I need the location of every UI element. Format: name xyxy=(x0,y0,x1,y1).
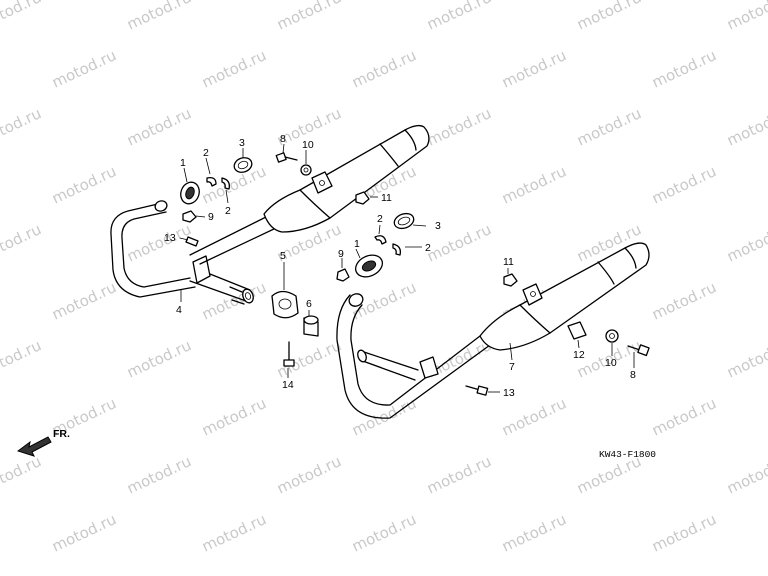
callout-10b: 10 xyxy=(605,357,617,369)
callout-11b: 11 xyxy=(503,256,514,268)
watermark-text: motod.ru xyxy=(349,46,419,91)
callout-2c: 2 xyxy=(377,213,383,225)
right-small-parts xyxy=(336,191,650,396)
front-marker-label: FR. xyxy=(53,428,70,440)
watermark-text: motod.ru xyxy=(499,394,569,439)
callout-2: 2 xyxy=(203,147,209,159)
front-direction-arrow: FR. xyxy=(16,428,70,457)
watermark-text: motod.ru xyxy=(499,46,569,91)
watermark-text: motod.ru xyxy=(424,452,494,497)
callout-1: 1 xyxy=(180,157,186,169)
watermark-text: motod.ru xyxy=(574,0,644,34)
callout-1b: 1 xyxy=(354,238,360,250)
diagram-code: KW43-F1800 xyxy=(599,449,656,460)
watermark-text: motod.ru xyxy=(424,104,494,149)
watermark-text: motod.ru xyxy=(649,394,719,439)
watermark-text: motod.ru xyxy=(0,336,44,381)
watermark-text: motod.ru xyxy=(649,510,719,555)
watermark-text: motod.ru xyxy=(724,452,768,497)
callout-7: 7 xyxy=(509,361,515,373)
watermark-text: motod.ru xyxy=(349,510,419,555)
watermark-text: motod.ru xyxy=(0,104,44,149)
callout-10: 10 xyxy=(302,139,314,151)
callout-6: 6 xyxy=(306,298,312,310)
watermark-text: motod.ru xyxy=(124,336,194,381)
callout-5: 5 xyxy=(280,250,286,262)
watermark-text: motod.ru xyxy=(274,0,344,34)
watermark-text: motod.ru xyxy=(199,510,269,555)
callout-9: 9 xyxy=(208,211,214,223)
watermark-text: motod.ru xyxy=(274,336,344,381)
watermark-text: motod.ru xyxy=(649,46,719,91)
callout-labels: 1 2 3 8 10 2 9 13 4 11 2 3 1 9 2 5 6 14 … xyxy=(164,133,636,399)
leader-lines xyxy=(179,143,635,393)
watermark-text: motod.ru xyxy=(0,220,44,265)
callout-11: 11 xyxy=(381,192,392,204)
watermark-text: motod.ru xyxy=(649,162,719,207)
watermark-text: motod.ru xyxy=(424,0,494,34)
watermark-text: motod.ru xyxy=(574,104,644,149)
watermark-text: motod.ru xyxy=(124,104,194,149)
watermark-text: motod.ru xyxy=(649,278,719,323)
watermark-text: motod.ru xyxy=(199,394,269,439)
watermark-text: motod.ru xyxy=(124,0,194,34)
watermark-text: motod.ru xyxy=(124,452,194,497)
watermark-text: motod.ru xyxy=(724,104,768,149)
watermark-text: motod.ru xyxy=(499,162,569,207)
watermark-text: motod.ru xyxy=(724,220,768,265)
watermark-text: motod.ru xyxy=(49,46,119,91)
watermark-text: motod.ru xyxy=(349,394,419,439)
callout-8b: 8 xyxy=(630,369,636,381)
left-exhaust-pipe-assembly xyxy=(110,124,430,305)
callout-3: 3 xyxy=(239,137,245,149)
callout-13: 13 xyxy=(164,232,176,244)
watermark-text: motod.ru xyxy=(124,220,194,265)
callout-14: 14 xyxy=(282,379,294,391)
callout-12: 12 xyxy=(573,349,585,361)
watermark-text: motod.ru xyxy=(49,510,119,555)
watermark-text: motod.ru xyxy=(0,0,44,34)
watermark-text: motod.ru xyxy=(49,278,119,323)
watermark-text: motod.ru xyxy=(724,0,768,34)
callout-2d: 2 xyxy=(425,242,431,254)
callout-3b: 3 xyxy=(435,220,441,232)
watermark-text: motod.ru xyxy=(499,510,569,555)
watermark-text: motod.ru xyxy=(274,452,344,497)
watermark-text: motod.ru xyxy=(199,46,269,91)
watermark-text: motod.ru xyxy=(49,162,119,207)
left-small-parts xyxy=(180,152,319,367)
watermark-text: motod.ru xyxy=(199,162,269,207)
watermark-text: motod.ru xyxy=(724,336,768,381)
callout-8: 8 xyxy=(280,133,286,145)
right-exhaust-pipe-assembly xyxy=(336,242,650,419)
callout-4: 4 xyxy=(176,304,182,316)
watermark-text: motod.ru xyxy=(0,452,44,497)
callout-2b: 2 xyxy=(225,205,231,217)
callout-9b: 9 xyxy=(338,248,344,260)
callout-13b: 13 xyxy=(503,387,515,399)
